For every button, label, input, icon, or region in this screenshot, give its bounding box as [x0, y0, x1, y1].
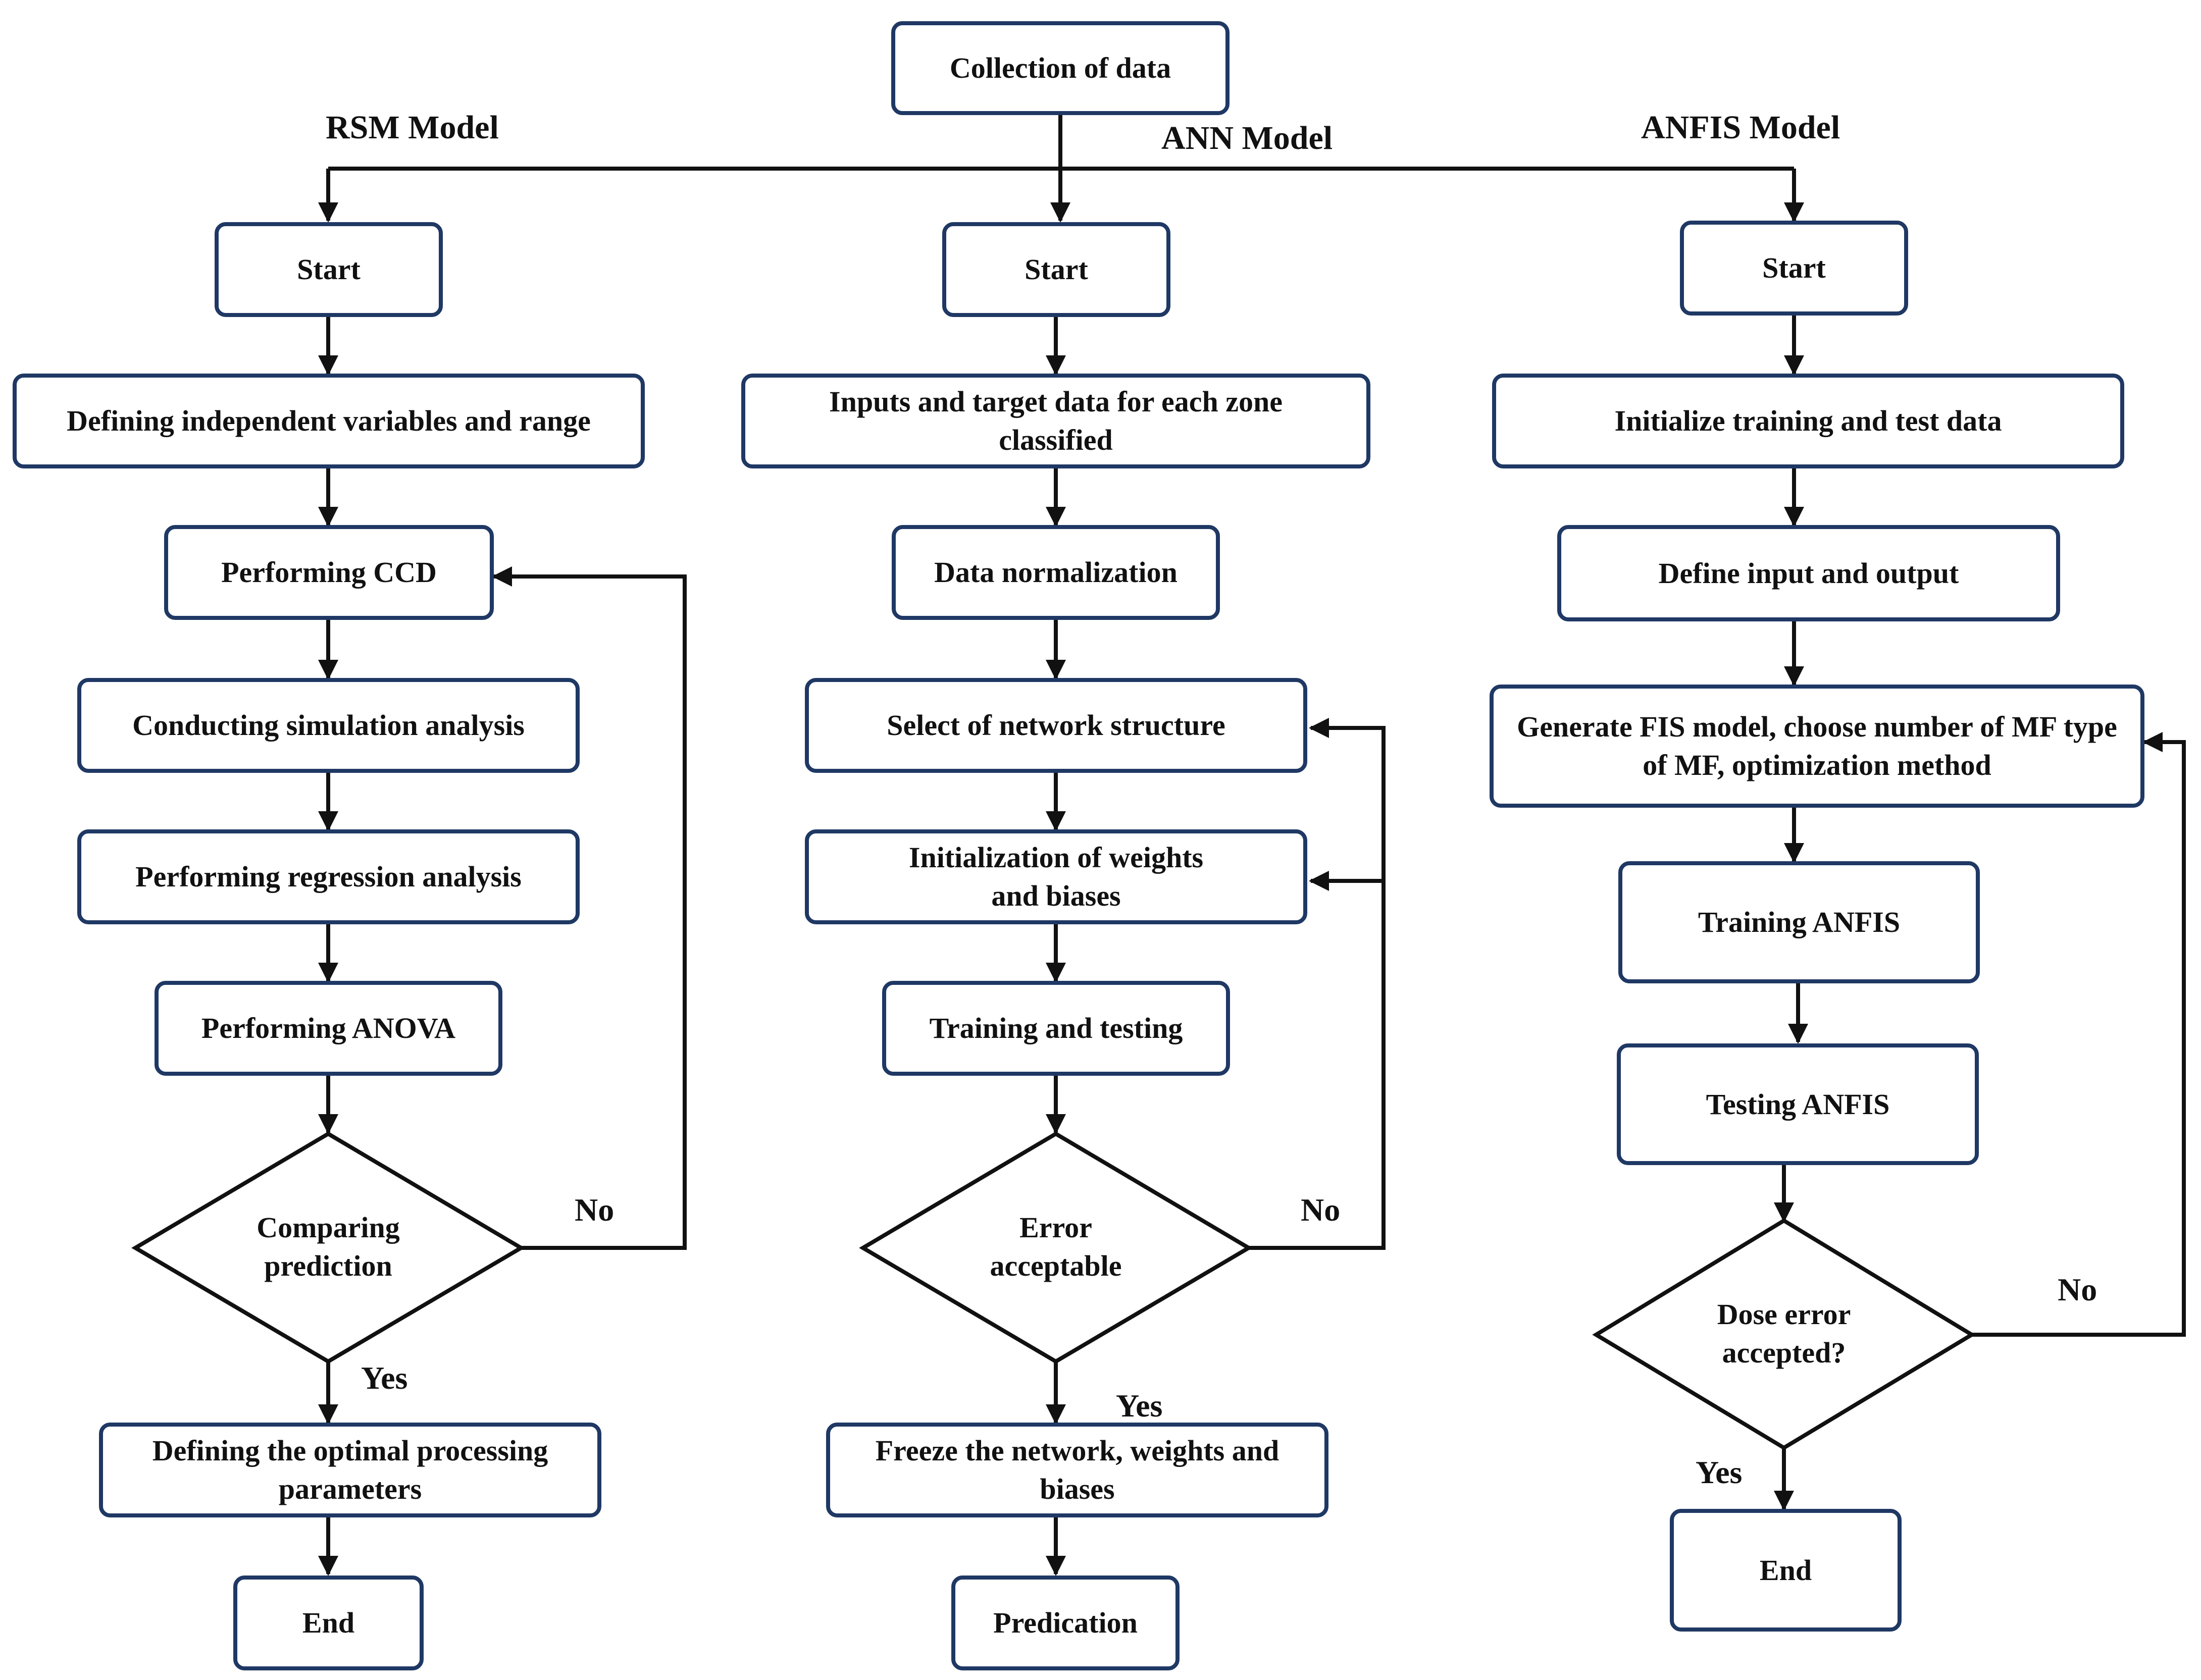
- arrow-anfis-no-loop: [1972, 732, 2186, 1337]
- ann-init-weights-box: Initialization of weights and biases: [805, 829, 1307, 924]
- anfis-start-box: Start: [1680, 221, 1908, 316]
- anfis-no-label: No: [2058, 1272, 2097, 1307]
- ann-network-structure-box: Select of network structure: [805, 678, 1307, 773]
- anfis-end-box: End: [1670, 1509, 1902, 1632]
- rsm-no-label: No: [575, 1192, 615, 1228]
- ann-model-header: ANN Model: [1161, 120, 1333, 156]
- anfis-yes-label: Yes: [1696, 1454, 1743, 1490]
- rsm-decision-diamond: [131, 1131, 525, 1364]
- rsm-model-header: RSM Model: [326, 109, 499, 146]
- rsm-yes-label: Yes: [361, 1360, 408, 1396]
- anfis-model-header: ANFIS Model: [1641, 109, 1840, 146]
- anfis-define-io-box: Define input and output: [1557, 525, 2060, 621]
- ann-freeze-network-box: Freeze the network, weights and biases: [826, 1423, 1328, 1517]
- ann-decision-label: Error acceptable: [990, 1211, 1122, 1282]
- rsm-regression-box: Performing regression analysis: [77, 829, 580, 924]
- anfis-decision-diamond: [1592, 1218, 1976, 1450]
- rsm-start-box: Start: [215, 222, 443, 317]
- rsm-end-box: End: [233, 1576, 424, 1670]
- ann-start-box: Start: [942, 222, 1170, 317]
- ann-inputs-box: Inputs and target data for each zone cla…: [741, 374, 1370, 468]
- arrow-rsm-no-loop: [492, 566, 687, 1250]
- ann-no-label: No: [1301, 1192, 1341, 1228]
- collection-of-data-box: Collection of data: [891, 21, 1230, 115]
- rsm-optimal-parameters-box: Defining the optimal processing paramete…: [99, 1423, 601, 1517]
- rsm-decision-label: Comparing prediction: [257, 1211, 400, 1282]
- ann-training-testing-box: Training and testing: [882, 981, 1230, 1076]
- ann-predication-box: Predication: [951, 1576, 1180, 1670]
- anfis-decision-label: Dose error accepted?: [1717, 1298, 1851, 1369]
- rsm-anova-box: Performing ANOVA: [155, 981, 502, 1076]
- ann-decision-diamond: [859, 1131, 1253, 1364]
- ann-yes-label: Yes: [1116, 1388, 1163, 1424]
- anfis-training-box: Training ANFIS: [1618, 861, 1980, 983]
- anfis-testing-box: Testing ANFIS: [1617, 1043, 1979, 1165]
- rsm-simulation-box: Conducting simulation analysis: [77, 678, 580, 773]
- ann-normalization-box: Data normalization: [892, 525, 1220, 620]
- arrow-ann-no-loop: [1249, 718, 1386, 1250]
- rsm-performing-ccd-box: Performing CCD: [164, 525, 494, 620]
- rsm-define-variables-box: Defining independent variables and range: [13, 374, 645, 468]
- anfis-generate-fis-box: Generate FIS model, choose number of MF …: [1490, 685, 2144, 808]
- anfis-init-data-box: Initialize training and test data: [1492, 374, 2124, 468]
